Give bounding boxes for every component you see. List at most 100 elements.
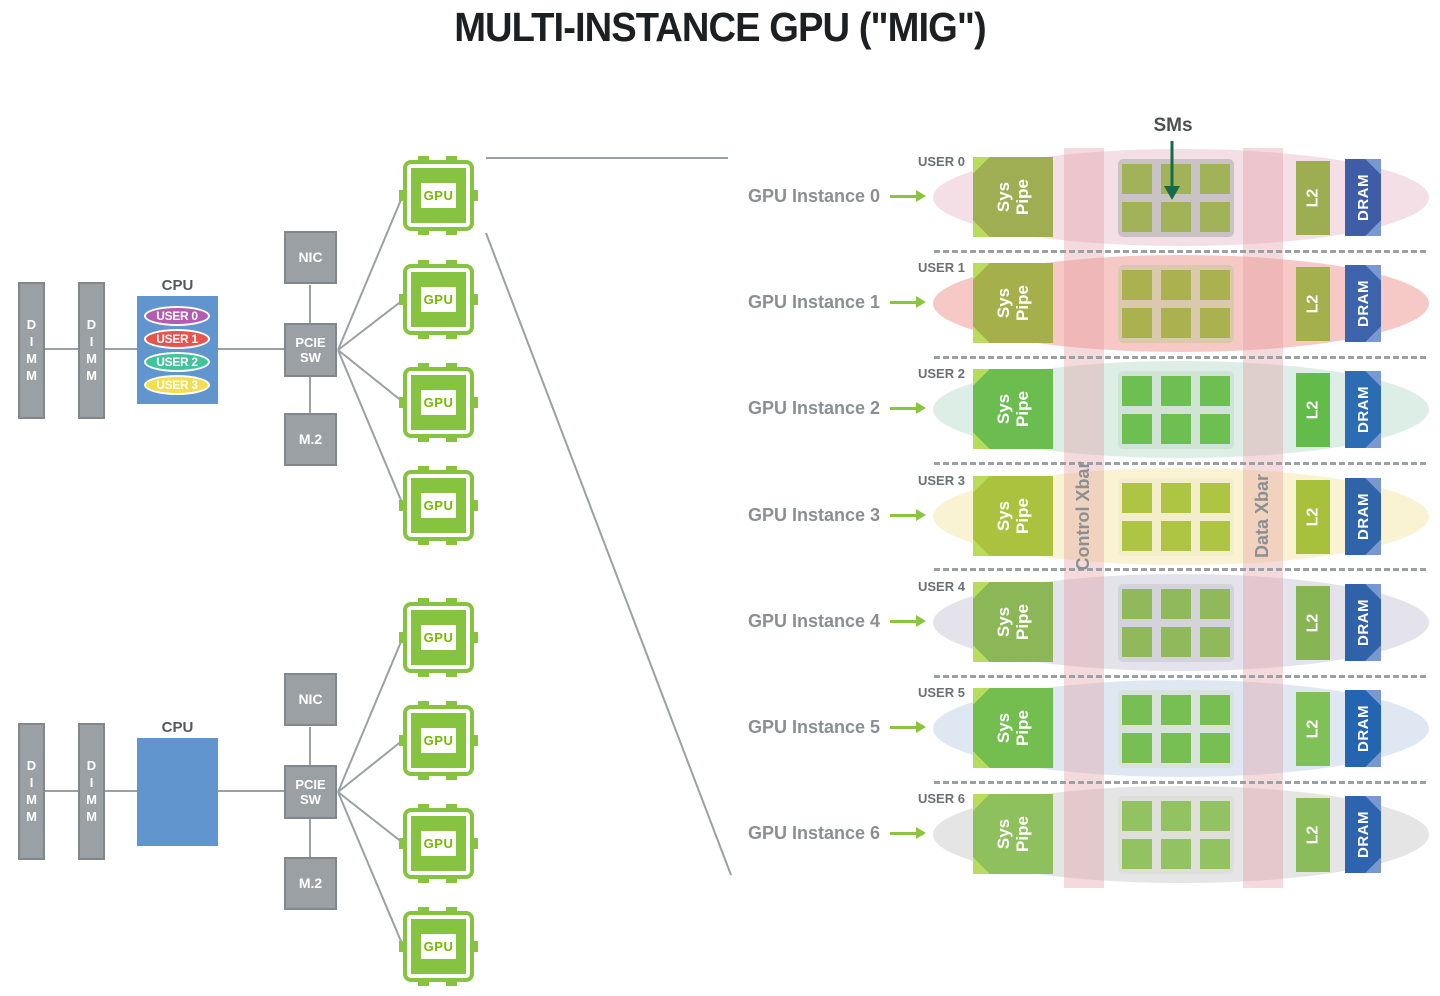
- instance-arrow-icon: [890, 296, 926, 308]
- chip-tab: [418, 701, 429, 706]
- sm-square: [1122, 801, 1152, 831]
- gpu-chip-core: GPU: [407, 371, 470, 434]
- chip-nub: [473, 294, 478, 305]
- nic-label: NIC: [298, 249, 323, 265]
- dimm-label: DIMM: [84, 316, 99, 385]
- gpu-chip: GPU: [399, 466, 478, 545]
- instance-arrow-icon: [890, 827, 926, 839]
- sm-square: [1122, 839, 1152, 869]
- sys-pipe-block: Sys Pipe: [973, 157, 1053, 237]
- gpu-chip-label: GPU: [420, 831, 457, 856]
- gpu-chip-core: GPU: [407, 812, 470, 875]
- cpu-box: [137, 738, 218, 846]
- gpu-instance-label: GPU Instance 2: [747, 398, 880, 418]
- chip-tab: [446, 598, 457, 603]
- gpu-chip: GPU: [399, 907, 478, 986]
- instance-user-label: USER 6: [918, 791, 965, 806]
- chip-tab: [446, 230, 457, 235]
- gpu-chip: GPU: [399, 598, 478, 677]
- sm-square: [1122, 376, 1152, 406]
- l2-block: L2: [1296, 161, 1330, 235]
- sm-square: [1200, 733, 1230, 763]
- gpu-instance-row: GPU Instance 3 USER 3 Sys Pipe L2 DRAM: [700, 468, 1440, 565]
- chip-tab: [446, 878, 457, 883]
- gpu-instance-row: GPU Instance 0 USER 0 Sys Pipe L2 DRAM: [700, 149, 1440, 246]
- gpu-instance-label: GPU Instance 1: [747, 292, 880, 312]
- instance-arrow-icon: [890, 190, 926, 202]
- sm-square: [1200, 483, 1230, 513]
- chip-tab: [446, 701, 457, 706]
- row-separator-dashed-line: [934, 356, 1426, 359]
- chip-tab: [418, 981, 429, 986]
- chip-tab: [446, 540, 457, 545]
- row-separator-dashed-line: [934, 462, 1426, 465]
- sm-square: [1161, 483, 1191, 513]
- chip-tab: [418, 363, 429, 368]
- pcie-switch-box: PCIE SW: [284, 765, 337, 819]
- sm-square: [1122, 627, 1152, 657]
- gpu-instance-label: GPU Instance 6: [747, 823, 880, 843]
- l2-block: L2: [1296, 480, 1330, 554]
- dimm-label: DIMM: [84, 757, 99, 826]
- m2-box: M.2: [284, 413, 337, 466]
- sm-square: [1200, 308, 1230, 338]
- chip-tab: [418, 672, 429, 677]
- cpu-label: CPU: [161, 277, 194, 294]
- dimm-label: DIMM: [24, 316, 39, 385]
- l2-block: L2: [1296, 373, 1330, 447]
- chip-tab: [446, 775, 457, 780]
- sm-square: [1161, 627, 1191, 657]
- gpu-chip: GPU: [399, 260, 478, 339]
- sm-square: [1161, 308, 1191, 338]
- control-xbar-column: [1064, 148, 1104, 888]
- nic-label: NIC: [298, 691, 323, 707]
- chip-tab: [418, 466, 429, 471]
- sys-pipe-block: Sys Pipe: [973, 794, 1053, 874]
- chip-tab: [418, 230, 429, 235]
- sm-square: [1122, 270, 1152, 300]
- m2-label: M.2: [298, 875, 323, 891]
- sm-square: [1122, 164, 1152, 194]
- m2-label: M.2: [298, 431, 323, 447]
- sm-square: [1200, 414, 1230, 444]
- row-separator-dashed-line: [934, 675, 1426, 678]
- chip-nub: [399, 941, 404, 952]
- sm-square: [1122, 202, 1152, 232]
- sm-grid: [1118, 796, 1234, 874]
- gpu-chip: GPU: [399, 701, 478, 780]
- chip-nub: [399, 735, 404, 746]
- gpu-instance-row: GPU Instance 1 USER 1 Sys Pipe L2 DRAM: [700, 255, 1440, 352]
- sm-square: [1161, 733, 1191, 763]
- chip-tab: [418, 156, 429, 161]
- chip-tab: [418, 804, 429, 809]
- data-xbar-column: [1243, 148, 1283, 888]
- sm-square: [1200, 801, 1230, 831]
- user-pill: USER 2: [144, 352, 210, 372]
- cpu-label: CPU: [161, 719, 194, 736]
- instance-arrow-icon: [890, 615, 926, 627]
- cpu-box: USER 0 USER 1 USER 2 USER 3: [137, 296, 218, 404]
- gpu-chip: GPU: [399, 804, 478, 883]
- gpu-instance-label: GPU Instance 5: [747, 717, 880, 737]
- gpu-instance-label: GPU Instance 0: [747, 186, 880, 206]
- sys-pipe-block: Sys Pipe: [973, 688, 1053, 768]
- gpu-chip-core: GPU: [407, 915, 470, 978]
- l2-block: L2: [1296, 692, 1330, 766]
- chip-nub: [473, 190, 478, 201]
- sys-pipe-block: Sys Pipe: [973, 476, 1053, 556]
- sm-square: [1200, 270, 1230, 300]
- sm-square: [1122, 695, 1152, 725]
- gpu-chip-label: GPU: [420, 493, 457, 518]
- sm-square: [1200, 376, 1230, 406]
- gpu-instance-row: GPU Instance 6 USER 6 Sys Pipe L2 DRAM: [700, 786, 1440, 883]
- l2-block: L2: [1296, 267, 1330, 341]
- instance-user-label: USER 3: [918, 473, 965, 488]
- row-separator-dashed-line: [934, 568, 1426, 571]
- dram-block: DRAM: [1345, 159, 1381, 236]
- sm-square: [1122, 308, 1152, 338]
- sm-square: [1200, 521, 1230, 551]
- dimm-label: DIMM: [24, 757, 39, 826]
- user-pill: USER 0: [144, 306, 210, 326]
